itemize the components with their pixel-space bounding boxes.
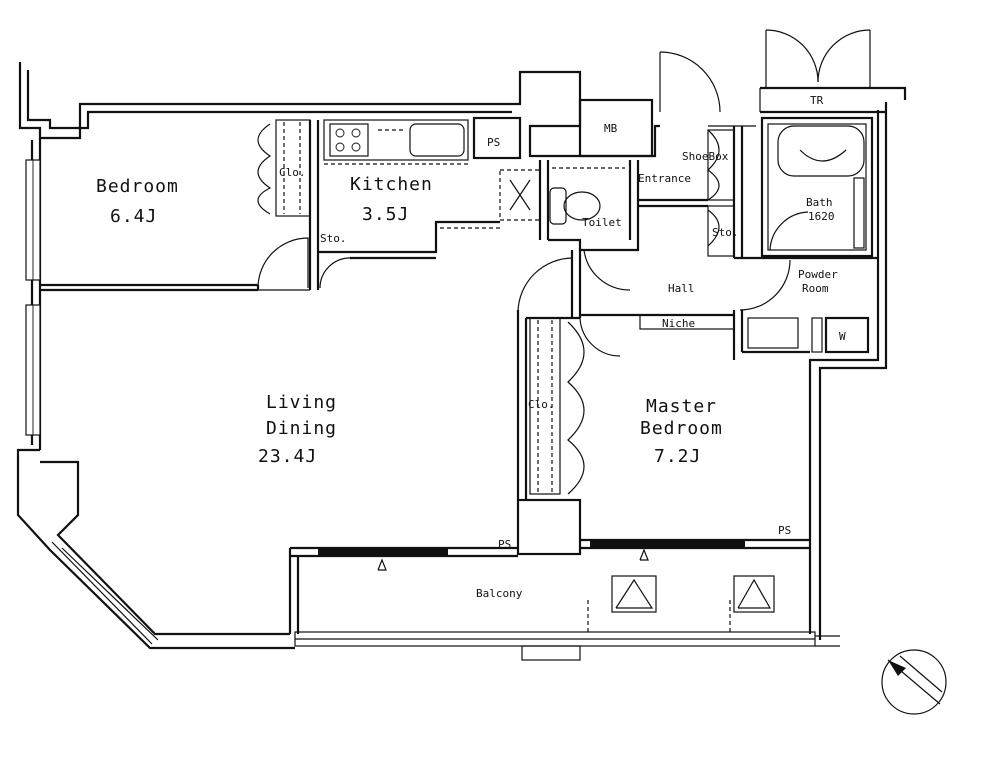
ps-kitchen-label: PS: [487, 136, 500, 149]
closet-fixtures: [275, 119, 735, 495]
clo-bedroom-label: Clo.: [279, 166, 306, 179]
balcony-fixtures: [377, 548, 775, 634]
bath-size: 1620: [808, 210, 835, 223]
entrance-label: Entrance: [638, 172, 691, 185]
kitchen-fixtures: [323, 98, 654, 229]
ps-balcony-left-label: PS: [498, 538, 511, 551]
kitchen-name: Kitchen: [350, 174, 433, 195]
master-size: 7.2J: [654, 446, 701, 467]
washbasin-icon: [747, 317, 799, 349]
shoebox-label: ShoeBox: [682, 150, 729, 163]
bath-name: Bath: [806, 196, 833, 209]
powder-line2: Room: [802, 282, 829, 295]
living-line2: Dining: [266, 418, 337, 439]
master-line2: Bedroom: [640, 418, 723, 439]
sink-icon: [409, 123, 465, 157]
north-arrow-icon: [881, 649, 947, 715]
kitchen-size: 3.5J: [362, 204, 409, 225]
sto-entrance-label: Sto.: [712, 226, 739, 239]
bath-fixtures: [747, 125, 870, 354]
bathtub-icon: [777, 125, 865, 177]
outer-walls: [16, 62, 907, 661]
balcony-label: Balcony: [476, 587, 523, 600]
mb-label: MB: [604, 122, 618, 135]
hall-label: Hall: [668, 282, 695, 295]
bedroom-name: Bedroom: [96, 176, 179, 197]
room-labels: Bedroom 6.4J Kitchen 3.5J Living Dining …: [96, 94, 846, 600]
stove-icon: [329, 123, 369, 157]
doors: [257, 29, 871, 495]
tr-label: TR: [810, 94, 824, 107]
washer-label: W: [839, 330, 846, 343]
master-line1: Master: [646, 396, 717, 417]
living-size: 23.4J: [258, 446, 317, 467]
sto-kitchen-label: Sto.: [320, 232, 347, 245]
toilet-icon: [549, 187, 567, 225]
clo-master-label: Clo.: [528, 398, 555, 411]
niche-label: Niche: [662, 317, 695, 330]
powder-line1: Powder: [798, 268, 838, 281]
bedroom-size: 6.4J: [110, 206, 157, 227]
living-line1: Living: [266, 392, 337, 413]
ps-balcony-right-label: PS: [778, 524, 791, 537]
toilet-label: Toilet: [582, 216, 622, 229]
